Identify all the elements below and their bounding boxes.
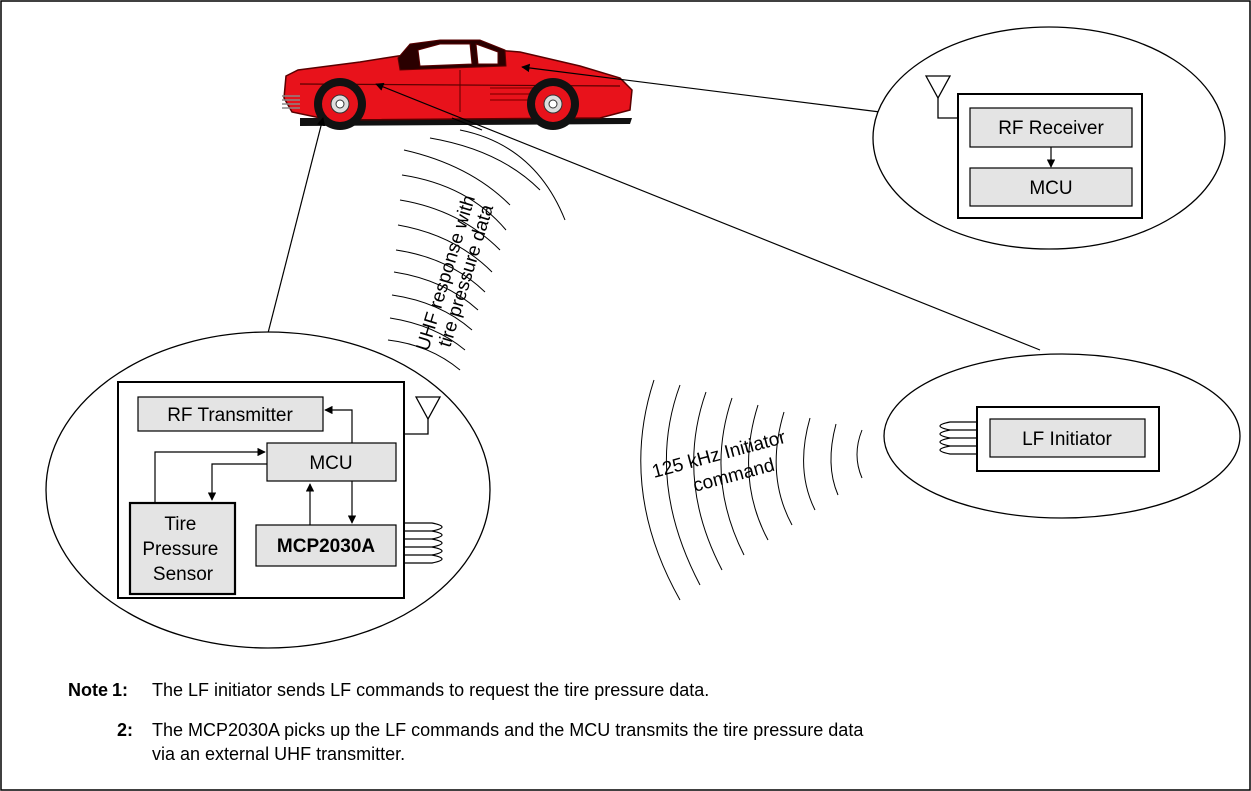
rf-receiver-box	[969, 107, 1133, 148]
note-2-text: The MCP2030A picks up the LF commands an…	[152, 720, 864, 740]
sensor-mcu-label: MCU	[309, 453, 352, 474]
note-2-text-cont: via an external UHF transmitter.	[152, 744, 405, 764]
note-heading: Note	[68, 680, 108, 700]
sensor-coil-icon	[404, 522, 443, 564]
link-car-sill	[451, 117, 483, 131]
initiator-coil-icon	[939, 421, 977, 455]
lf-initiator-label: LF Initiator	[1022, 429, 1112, 450]
lf-label: 125 kHz Initiator command	[650, 426, 799, 506]
receiver-antenna-icon	[924, 75, 958, 119]
uhf-waves	[387, 129, 566, 371]
lf-initiator-box	[989, 418, 1146, 458]
link-initiator-to-car	[375, 82, 1041, 351]
sensor-module: RF Transmitter MCU Tire Pressure Sensor …	[45, 331, 491, 649]
link-receiver-to-car	[521, 63, 881, 113]
note-1-text: The LF initiator sends LF commands to re…	[152, 680, 709, 700]
link-sensor-to-wheel	[267, 117, 326, 334]
mcp2030a-label: MCP2030A	[277, 536, 375, 557]
sensor-mcu-box	[266, 442, 397, 482]
receiver-mcu-label: MCU	[1029, 178, 1072, 199]
initiator-module: LF Initiator	[883, 353, 1241, 519]
note-1-number: 1:	[112, 680, 128, 700]
uhf-label: UHF response with tire pressure data	[413, 188, 501, 360]
mcp2030a-box	[255, 524, 397, 567]
car-illustration	[282, 39, 633, 130]
rf-transmitter-box	[137, 396, 324, 432]
receiver-module: RF Receiver MCU	[872, 26, 1226, 250]
receiver-mcu-box	[969, 167, 1133, 207]
tire-pressure-sensor-box	[128, 501, 237, 596]
rf-transmitter-label: RF Transmitter	[167, 405, 293, 426]
notes-section: Note 1: The LF initiator sends LF comman…	[68, 680, 864, 764]
note-2-number: 2:	[117, 720, 133, 740]
rf-receiver-label: RF Receiver	[998, 118, 1104, 139]
tire-pressure-sensor-label: Tire Pressure Sensor	[142, 514, 223, 585]
lf-waves	[640, 379, 863, 601]
sensor-antenna-icon	[404, 396, 442, 435]
